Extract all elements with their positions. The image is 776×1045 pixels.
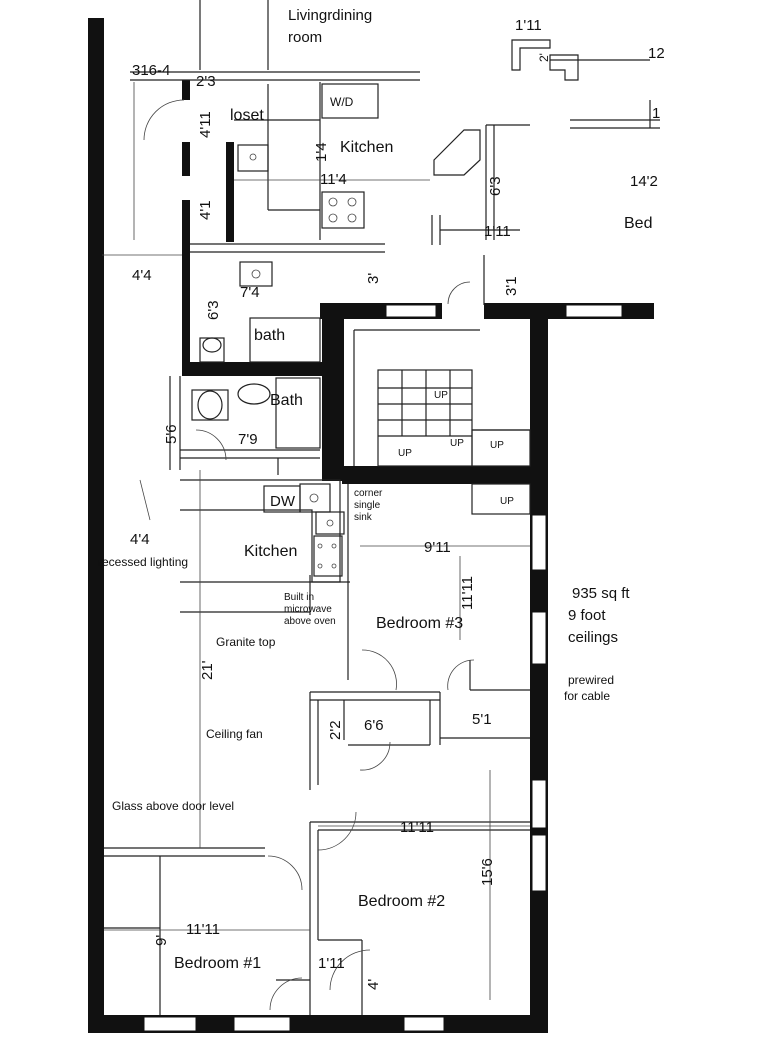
mid-labels: 4'4 7'4 3' 6'3 bath Bath 5'6 7'9 UP UP U… [132, 267, 514, 507]
dim-11-11-b2: 11'11 [400, 819, 434, 836]
label-glass: Glass above door level [112, 799, 234, 813]
label-bedroom-1: Bedroom #1 [174, 955, 261, 972]
dim-1-4: 1'4 [313, 142, 330, 162]
label-ceilings-1: 9 foot [568, 607, 606, 624]
dim-11-4: 11'4 [320, 171, 347, 188]
dim-12-partial: 12 [648, 45, 665, 62]
dim-1-partial: 1 [652, 105, 660, 122]
dim-14-2: 14'2 [630, 173, 658, 190]
dim-21: 21' [199, 660, 216, 680]
dim-4-4-lower: 4'4 [130, 531, 150, 548]
dim-11-11-vertical: 11'11 [459, 576, 476, 610]
label-microwave-2: microwave [284, 604, 332, 615]
dim-15-6: 15'6 [479, 858, 496, 886]
dim-4-11: 4'11 [197, 111, 214, 138]
dim-6-3-bath: 6'3 [205, 300, 222, 320]
label-corner-sink-2: single [354, 500, 381, 511]
dim-7-4: 7'4 [240, 284, 260, 301]
dim-4-1: 4'1 [197, 200, 214, 220]
label-cable-1: prewired [568, 673, 614, 687]
label-bedroom-3: Bedroom #3 [376, 615, 463, 632]
stairs-up-5: UP [500, 496, 514, 507]
stairs-up-1: UP [434, 390, 448, 401]
interior-partitions [102, 0, 660, 1015]
stairs-up-4: UP [490, 440, 504, 451]
door-swings [139, 99, 475, 1011]
dim-2-3: 2'3 [196, 73, 216, 90]
dim-1-11-top: 1'11 [515, 17, 542, 34]
dim-2-top: 2' [537, 53, 551, 62]
label-granite: Granite top [216, 635, 276, 649]
label-bedroom-2: Bedroom #2 [358, 893, 445, 910]
dim-6-6: 6'6 [364, 717, 384, 734]
dim-7-9: 7'9 [238, 431, 258, 448]
top-labels: Livingrdining room 316-4 2'3 loset 4'11 … [132, 7, 665, 296]
dim-11-11-b1: 11'11 [186, 921, 220, 938]
lower-labels: DW corner single sink 4'4 recessed light… [98, 488, 496, 990]
label-recessed-lighting: recessed lighting [98, 555, 188, 569]
label-living-room: room [288, 29, 322, 46]
exterior-walls [88, 18, 654, 1033]
dim-6-3-upper: 6'3 [487, 176, 504, 196]
label-microwave-3: above oven [284, 616, 336, 627]
label-cable-2: for cable [564, 689, 610, 703]
stairs-up-2: UP [450, 438, 464, 449]
stairs-up-3: UP [398, 448, 412, 459]
label-closet: loset [230, 107, 264, 124]
dim-1-11-low: 1'11 [318, 955, 345, 972]
dim-4-4-upper: 4'4 [132, 267, 152, 284]
label-corner-sink-1: corner [354, 488, 383, 499]
dim-9-11: 9'11 [424, 539, 451, 556]
label-bedroom-partial: Bed [624, 215, 652, 232]
label-washer-dryer: W/D [330, 95, 354, 109]
label-ceilings-2: ceilings [568, 629, 618, 646]
label-corner-sink-3: sink [354, 512, 373, 523]
dim-316-4: 316-4 [132, 62, 170, 79]
label-bath-small: bath [254, 327, 285, 344]
dim-1-11-mid: 1'11 [484, 223, 511, 240]
label-kitchen-upper: Kitchen [340, 139, 393, 156]
label-ceiling-fan: Ceiling fan [206, 727, 263, 741]
dim-3: 3' [365, 273, 382, 284]
dim-3-1: 3'1 [503, 276, 520, 296]
label-microwave-1: Built in [284, 592, 314, 603]
label-dishwasher: DW [270, 493, 296, 510]
dim-4: 4' [365, 979, 382, 990]
label-sqft: 935 sq ft [572, 585, 630, 602]
side-notes: 935 sq ft 9 foot ceilings prewired for c… [564, 585, 630, 703]
windows [143, 304, 623, 1032]
dim-9: 9' [153, 935, 170, 946]
label-bath-large: Bath [270, 392, 303, 409]
label-kitchen-lower: Kitchen [244, 543, 297, 560]
dim-5-1: 5'1 [472, 711, 492, 728]
label-living-dining: Livingrdining [288, 7, 372, 24]
dim-2-2: 2'2 [327, 720, 344, 740]
dim-5-6: 5'6 [163, 424, 180, 444]
